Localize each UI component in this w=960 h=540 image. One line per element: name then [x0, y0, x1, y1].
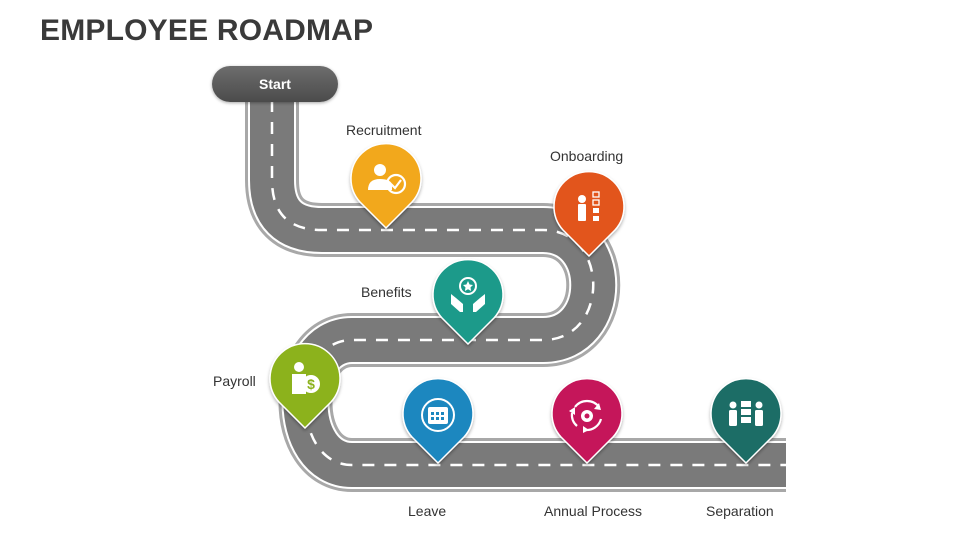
onboarding-person-checklist-icon [578, 191, 600, 221]
leave-calendar-icon [421, 398, 455, 432]
separation-pin [710, 377, 782, 465]
stage-label-payroll: Payroll [213, 373, 256, 389]
annual-process-pin [551, 377, 623, 465]
payroll-person-dollar-icon: $ [292, 362, 320, 394]
stage-label-benefits: Benefits [361, 284, 412, 300]
separation-people-icon [729, 401, 763, 426]
recruitment-person-check-icon [368, 164, 407, 195]
stage-label-separation: Separation [706, 503, 774, 519]
payroll-pin: $ [269, 342, 341, 430]
stage-label-recruitment: Recruitment [346, 122, 422, 138]
stage-label-onboarding: Onboarding [550, 148, 624, 164]
road [245, 100, 786, 492]
page-title: EMPLOYEE ROADMAP [40, 14, 374, 47]
benefits-pin [432, 258, 504, 346]
svg-text:$: $ [307, 376, 315, 392]
pin-shape [432, 258, 504, 346]
stage-label-annual-process: Annual Process [544, 503, 643, 519]
onboarding-pin [553, 170, 625, 258]
start-button[interactable]: Start [212, 66, 338, 102]
stage-label-leave: Leave [408, 503, 447, 519]
benefits-hands-star-icon [451, 277, 485, 312]
pin-shape [553, 170, 625, 258]
annual-process-cycle-gear-icon [569, 399, 603, 433]
recruitment-pin [350, 142, 422, 230]
lane-markings [270, 100, 786, 467]
leave-pin [402, 377, 474, 465]
